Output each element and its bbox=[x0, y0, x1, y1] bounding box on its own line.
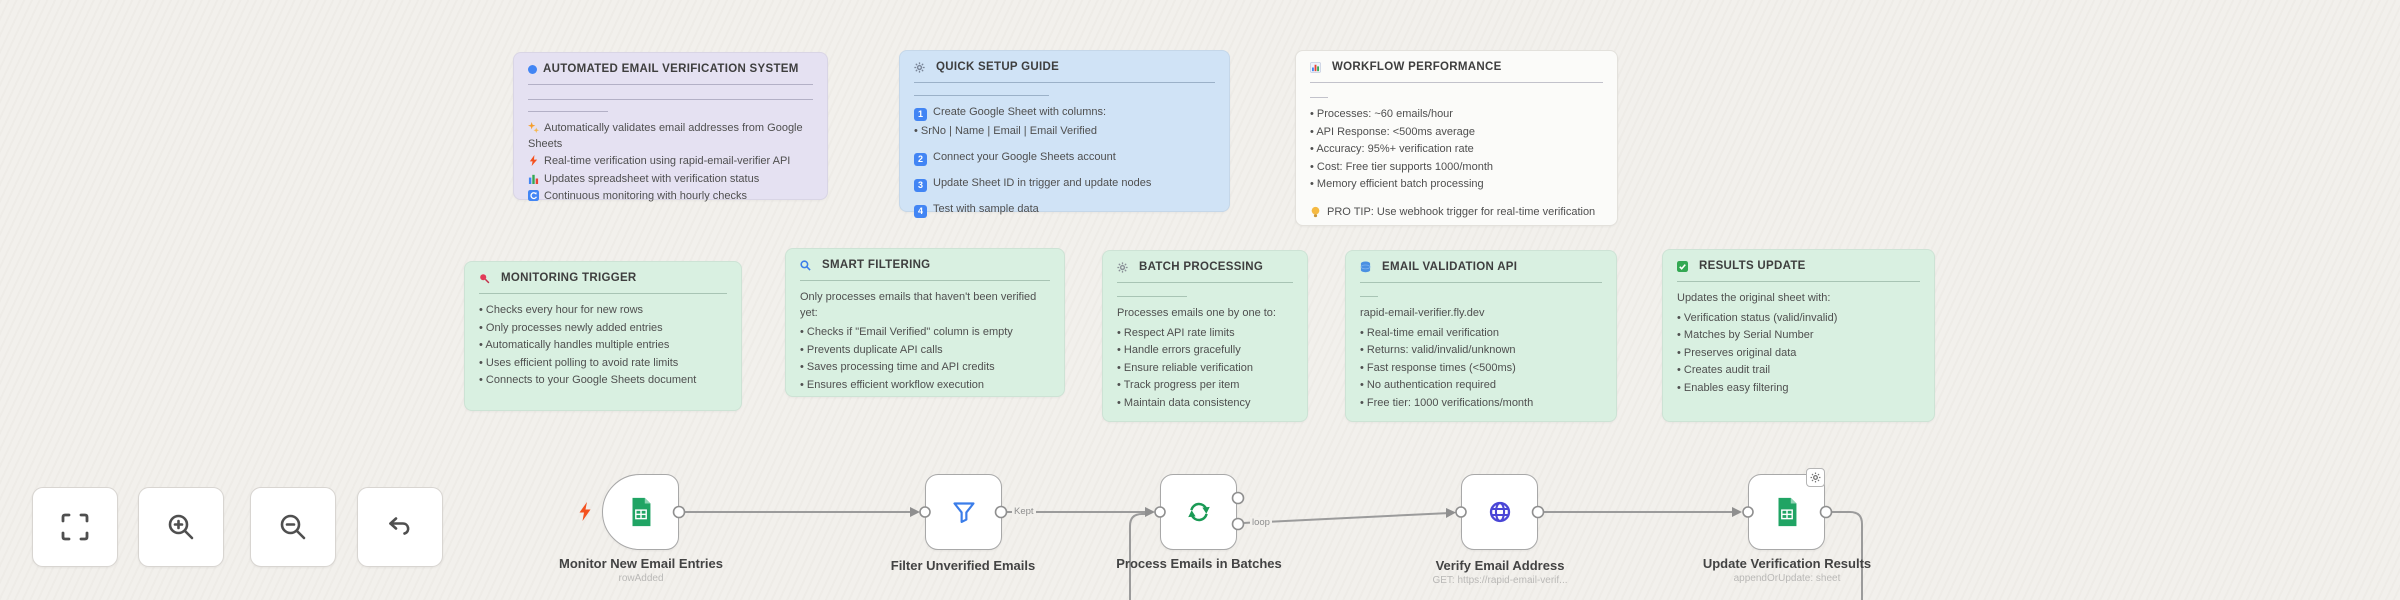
sticky-note-overview[interactable]: AUTOMATED EMAIL VERIFICATION SYSTEM Auto… bbox=[513, 52, 828, 202]
node-label-monitor: Monitor New Email Entries rowAdded bbox=[541, 556, 741, 585]
divider bbox=[914, 82, 1215, 83]
note-body: Only processes emails that haven't been … bbox=[800, 290, 1050, 394]
node-monitor-new-email-entries[interactable] bbox=[602, 474, 679, 550]
sticky-note-api[interactable]: EMAIL VALIDATION API rapid-email-verifie… bbox=[1345, 250, 1617, 422]
node-label-filter: Filter Unverified Emails bbox=[890, 558, 1036, 573]
divider bbox=[1360, 296, 1378, 297]
note-title-text: BATCH PROCESSING bbox=[1139, 261, 1264, 273]
note-title: QUICK SETUP GUIDE bbox=[914, 61, 1215, 73]
bulb-icon bbox=[1310, 206, 1321, 219]
bolt-icon bbox=[528, 155, 539, 167]
note-title: WORKFLOW PERFORMANCE bbox=[1310, 61, 1603, 73]
node-label-http: Verify Email Address GET: https://rapid-… bbox=[1400, 558, 1600, 587]
note-body: Processes emails one by one to: Respect … bbox=[1117, 306, 1293, 412]
check-icon bbox=[1677, 260, 1688, 272]
pro-tip: PRO TIP: Use webhook trigger for real-ti… bbox=[1310, 205, 1603, 221]
connection-label-kept: Kept bbox=[1012, 506, 1036, 517]
note-title: SMART FILTERING bbox=[800, 259, 1050, 271]
api-url: rapid-email-verifier.fly.dev bbox=[1360, 307, 1485, 319]
divider bbox=[1117, 296, 1188, 297]
sparkles-icon bbox=[528, 122, 539, 133]
divider bbox=[1360, 282, 1602, 283]
note-body: Updates the original sheet with: Verific… bbox=[1677, 291, 1920, 397]
note-body: Processes: ~60 emails/hour API Response:… bbox=[1310, 107, 1603, 221]
gear-icon[interactable] bbox=[1806, 468, 1825, 487]
sticky-note-monitoring[interactable]: MONITORING TRIGGER Checks every hour for… bbox=[464, 261, 742, 411]
note-body: Checks every hour for new rows Only proc… bbox=[479, 303, 727, 389]
sticky-note-results[interactable]: RESULTS UPDATE Updates the original shee… bbox=[1662, 249, 1935, 422]
node-subtitle: GET: https://rapid-email-verif... bbox=[1432, 575, 1568, 587]
fit-view-icon bbox=[58, 510, 92, 544]
filter-icon bbox=[947, 495, 981, 529]
note-title-text: MONITORING TRIGGER bbox=[501, 272, 637, 284]
node-label-update: Update Verification Results appendOrUpda… bbox=[1687, 556, 1887, 585]
note-title: MONITORING TRIGGER bbox=[479, 272, 727, 284]
divider bbox=[479, 293, 727, 294]
note-title: RESULTS UPDATE bbox=[1677, 260, 1920, 272]
refresh-icon bbox=[528, 190, 539, 202]
divider bbox=[1117, 282, 1293, 283]
sticky-note-batch[interactable]: BATCH PROCESSING Processes emails one by… bbox=[1102, 250, 1308, 422]
node-filter-unverified-emails[interactable] bbox=[925, 474, 1002, 550]
node-verify-email-address[interactable] bbox=[1461, 474, 1538, 550]
gear-icon bbox=[1117, 261, 1128, 273]
undo-button[interactable] bbox=[357, 487, 443, 567]
note-title: AUTOMATED EMAIL VERIFICATION SYSTEM bbox=[528, 63, 813, 75]
divider bbox=[1677, 281, 1920, 282]
node-subtitle: appendOrUpdate: sheet bbox=[1733, 573, 1841, 585]
magnifier-icon bbox=[800, 259, 811, 271]
divider bbox=[528, 99, 813, 100]
divider bbox=[800, 280, 1050, 281]
database-icon bbox=[1360, 261, 1371, 273]
connection-label-loop: loop bbox=[1250, 517, 1272, 528]
node-label-batch: Process Emails in Batches bbox=[1116, 556, 1282, 571]
note-body: rapid-email-verifier.fly.dev Real-time e… bbox=[1360, 306, 1602, 412]
zoom-in-icon bbox=[164, 510, 198, 544]
note-body: Automatically validates email addresses … bbox=[528, 122, 803, 203]
loop-icon bbox=[1182, 495, 1216, 529]
trigger-bolt-icon bbox=[578, 502, 592, 521]
zoom-in-button[interactable] bbox=[138, 487, 224, 567]
note-title-text: RESULTS UPDATE bbox=[1699, 260, 1806, 272]
blue-dot-icon bbox=[528, 64, 537, 74]
node-process-emails-in-batches[interactable] bbox=[1160, 474, 1237, 550]
note-title: BATCH PROCESSING bbox=[1117, 261, 1293, 273]
step-badge: 2 bbox=[914, 152, 927, 166]
note-title-text: WORKFLOW PERFORMANCE bbox=[1332, 61, 1502, 73]
note-title-text: AUTOMATED EMAIL VERIFICATION SYSTEM bbox=[543, 63, 799, 75]
gear-icon bbox=[914, 61, 925, 73]
undo-icon bbox=[383, 510, 417, 544]
sticky-note-performance[interactable]: WORKFLOW PERFORMANCE Processes: ~60 emai… bbox=[1295, 50, 1618, 226]
divider bbox=[1310, 97, 1328, 98]
node-subtitle: rowAdded bbox=[618, 573, 664, 585]
step-badge: 4 bbox=[914, 204, 927, 218]
note-title-text: SMART FILTERING bbox=[822, 259, 931, 271]
divider bbox=[528, 111, 608, 112]
step-badge: 1 bbox=[914, 108, 927, 121]
google-sheets-icon bbox=[624, 494, 658, 530]
divider bbox=[528, 84, 813, 85]
zoom-out-icon bbox=[276, 510, 310, 544]
divider bbox=[914, 95, 1050, 96]
globe-icon bbox=[1483, 495, 1517, 529]
note-title-text: QUICK SETUP GUIDE bbox=[936, 61, 1060, 73]
step-badge: 3 bbox=[914, 178, 927, 192]
divider bbox=[1310, 82, 1603, 83]
sticky-note-filtering[interactable]: SMART FILTERING Only processes emails th… bbox=[785, 248, 1065, 397]
bar-chart-icon bbox=[1310, 61, 1321, 73]
fit-view-button[interactable] bbox=[32, 487, 118, 567]
note-title: EMAIL VALIDATION API bbox=[1360, 261, 1602, 273]
zoom-out-button[interactable] bbox=[250, 487, 336, 567]
google-sheets-icon bbox=[1770, 494, 1804, 530]
note-title-text: EMAIL VALIDATION API bbox=[1382, 261, 1518, 273]
bar-chart-icon bbox=[528, 173, 539, 184]
pin-icon bbox=[479, 273, 490, 284]
